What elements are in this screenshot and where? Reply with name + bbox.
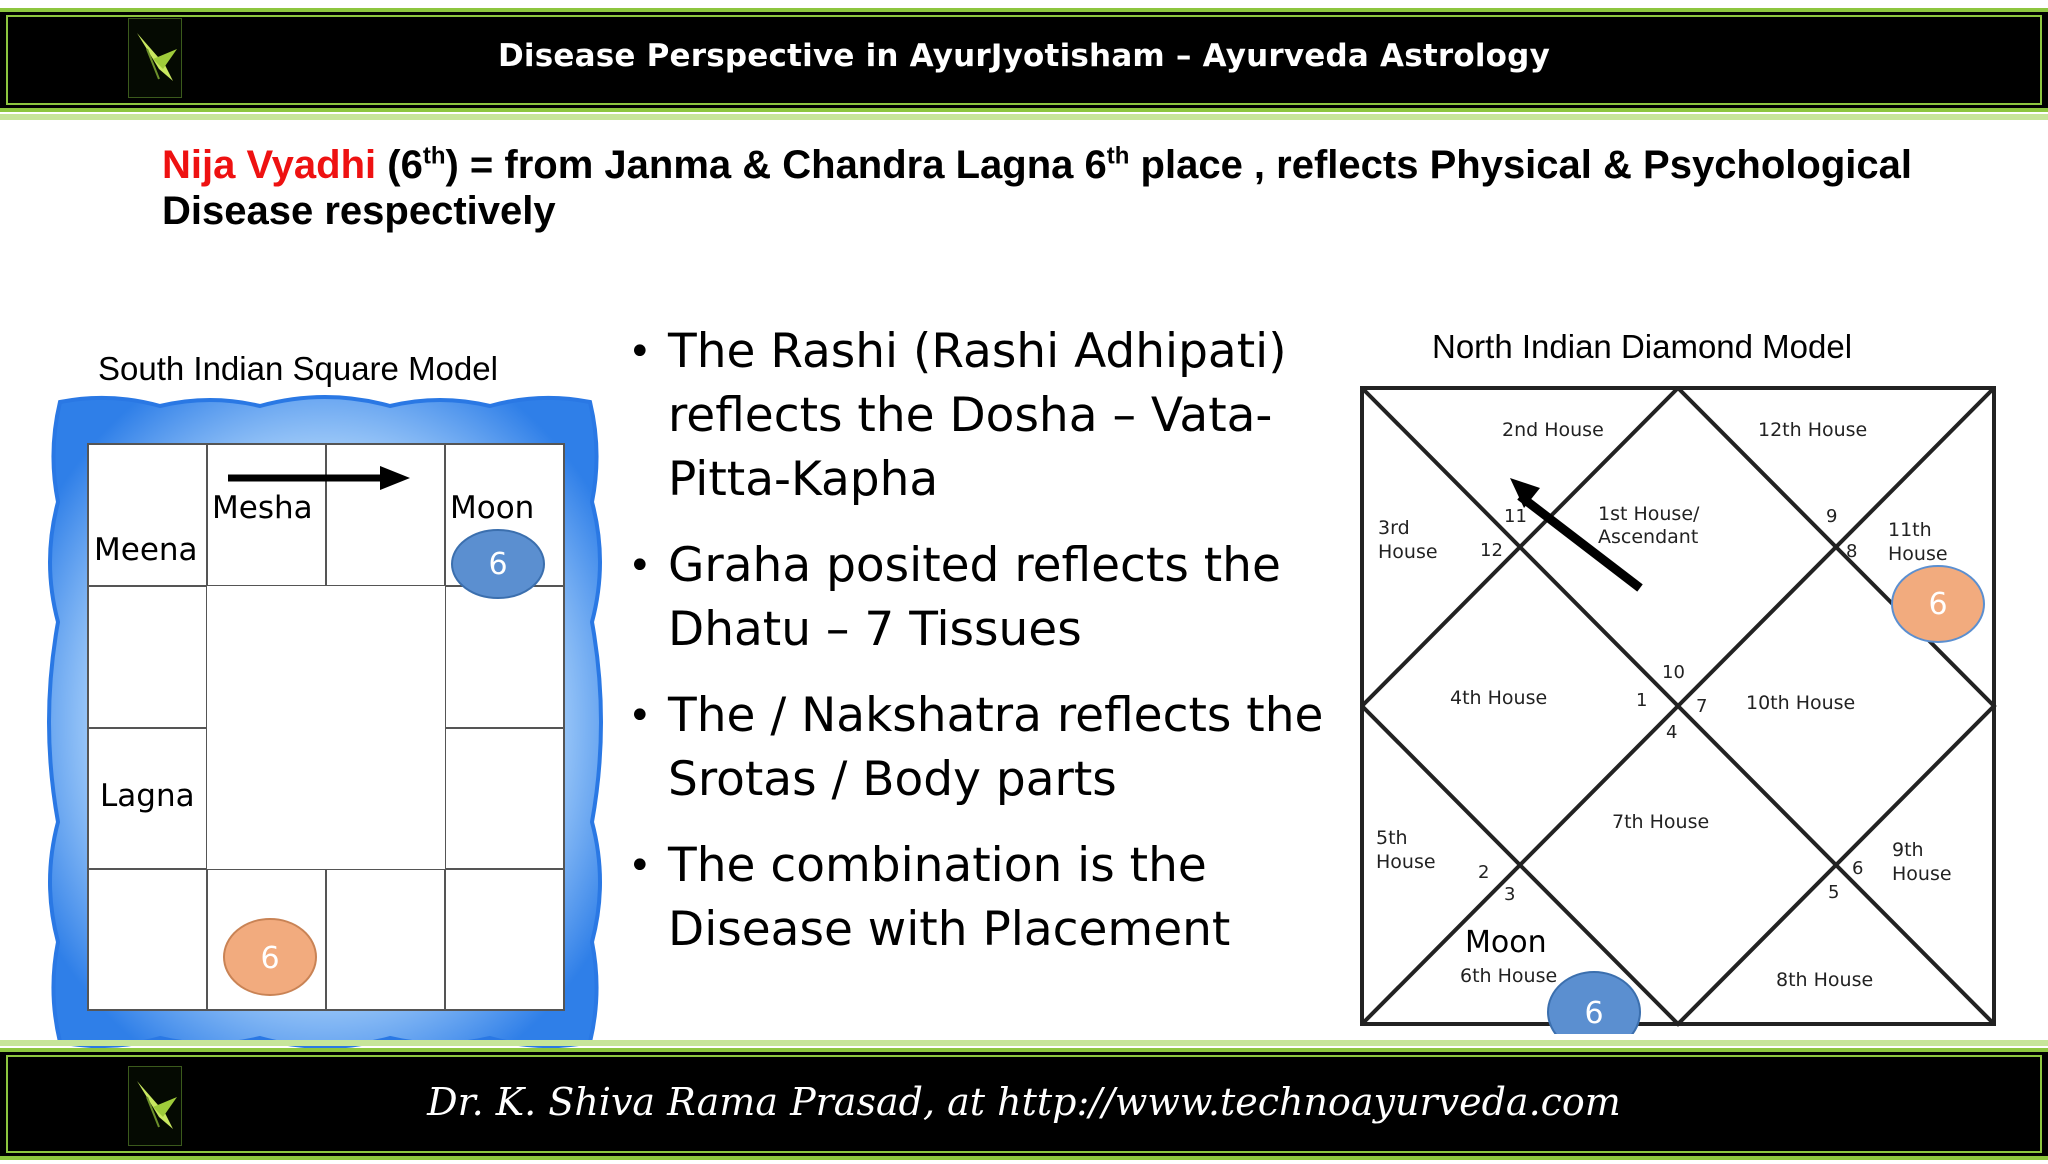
bullet-text: Graha posited reflects the Dhatu – 7 Tis… [668, 538, 1281, 657]
moon-circle-north-label: 6 [1584, 996, 1603, 1031]
bullet-text: The / Nakshatra reflects the Srotas / Bo… [668, 688, 1324, 807]
house-6: 6th House [1460, 965, 1557, 987]
sign-number-3: 3 [1504, 884, 1515, 905]
label-meena: Meena [94, 532, 198, 568]
house-3-line2: House [1378, 541, 1438, 563]
sixth-circle-north-label: 6 [1928, 587, 1947, 622]
bullet-text: The Rashi (Rashi Adhipati) reflects the … [668, 324, 1287, 507]
south-chart-caption: South Indian Square Model [98, 350, 498, 387]
headline-red: Nija Vyadhi [162, 143, 377, 187]
ascendant-arrow-head [1510, 478, 1540, 508]
moon-circle-south [451, 529, 545, 599]
sign-number-1: 1 [1636, 690, 1647, 711]
sign-number-10: 10 [1662, 662, 1685, 683]
house-12: 12th House [1758, 419, 1867, 441]
moon-circle-south-label: 6 [488, 547, 507, 582]
house-9-line1: 9th [1892, 839, 1924, 861]
headline-part3: place , reflects Physical & Psychologica… [162, 143, 1912, 233]
sign-number-8: 8 [1846, 541, 1857, 562]
house-1-line1: 1st House/ [1598, 503, 1700, 525]
bullet-item: •The combination is the Disease with Pla… [628, 838, 1231, 957]
north-indian-chart: 2nd House 12th House 1st House/ Ascendan… [1360, 386, 1997, 1034]
sign-number-4: 4 [1666, 722, 1677, 743]
label-moon: Moon [450, 490, 534, 526]
leaf-logo-icon [128, 18, 182, 98]
sixth-circle-south-label: 6 [260, 941, 279, 976]
headline-sup1: th [422, 142, 446, 170]
headline-sup2: th [1106, 142, 1130, 170]
footer-divider [0, 1040, 2048, 1046]
label-mesha: Mesha [212, 490, 313, 526]
ascendant-arrow-shaft [1517, 492, 1643, 592]
bullet-text: The combination is the Disease with Plac… [668, 838, 1231, 957]
slide-header-title: Disease Perspective in AyurJyotisham – A… [498, 38, 1550, 74]
headline-part2: ) = from Janma & Chandra Lagna 6 [445, 143, 1107, 187]
house-9-line2: House [1892, 863, 1952, 885]
bullet-item: •Graha posited reflects the Dhatu – 7 Ti… [628, 538, 1281, 657]
header-bar [0, 8, 2048, 112]
footer-credit: Dr. K. Shiva Rama Prasad, at http://www.… [427, 1080, 1621, 1124]
sign-number-11: 11 [1504, 506, 1527, 527]
sixth-circle-north [1891, 565, 1985, 643]
house-11-line1: 11th [1888, 519, 1932, 541]
sign-number-12: 12 [1480, 540, 1503, 561]
house-10: 10th House [1746, 692, 1855, 714]
headline-part1: (6 [376, 143, 423, 187]
house-4: 4th House [1450, 687, 1547, 709]
sign-number-9: 9 [1826, 506, 1837, 527]
house-7: 7th House [1612, 811, 1709, 833]
header-divider [0, 114, 2048, 120]
bullet-list: •The Rashi (Rashi Adhipati) reflects the… [628, 320, 1328, 984]
house-5-line1: 5th [1376, 827, 1408, 849]
sixth-circle-south [223, 918, 317, 996]
bullet-item: •The / Nakshatra reflects the Srotas / B… [628, 688, 1324, 807]
sign-number-7: 7 [1696, 696, 1707, 717]
footer-bar [0, 1048, 2048, 1160]
headline: Nija Vyadhi (6th) = from Janma & Chandra… [162, 142, 1962, 234]
south-indian-chart: Meena Mesha Moon Lagna 6 6 [47, 395, 603, 1049]
direction-arrow-head [380, 466, 410, 490]
leaf-logo-footer-icon [128, 1066, 182, 1146]
house-2: 2nd House [1502, 419, 1604, 441]
house-5-line2: House [1376, 851, 1436, 873]
bullet-item: •The Rashi (Rashi Adhipati) reflects the… [628, 324, 1287, 507]
house-3-line1: 3rd [1378, 517, 1410, 539]
sign-number-5: 5 [1828, 882, 1839, 903]
label-lagna: Lagna [100, 778, 195, 814]
sign-number-2: 2 [1478, 862, 1489, 883]
moon-circle-north [1547, 971, 1641, 1034]
house-8: 8th House [1776, 969, 1873, 991]
house-1-line2: Ascendant [1598, 526, 1698, 548]
moon-label-north: Moon [1465, 925, 1547, 960]
house-11-line2: House [1888, 543, 1948, 565]
sign-number-6: 6 [1852, 858, 1863, 879]
north-chart-caption: North Indian Diamond Model [1432, 328, 1853, 365]
